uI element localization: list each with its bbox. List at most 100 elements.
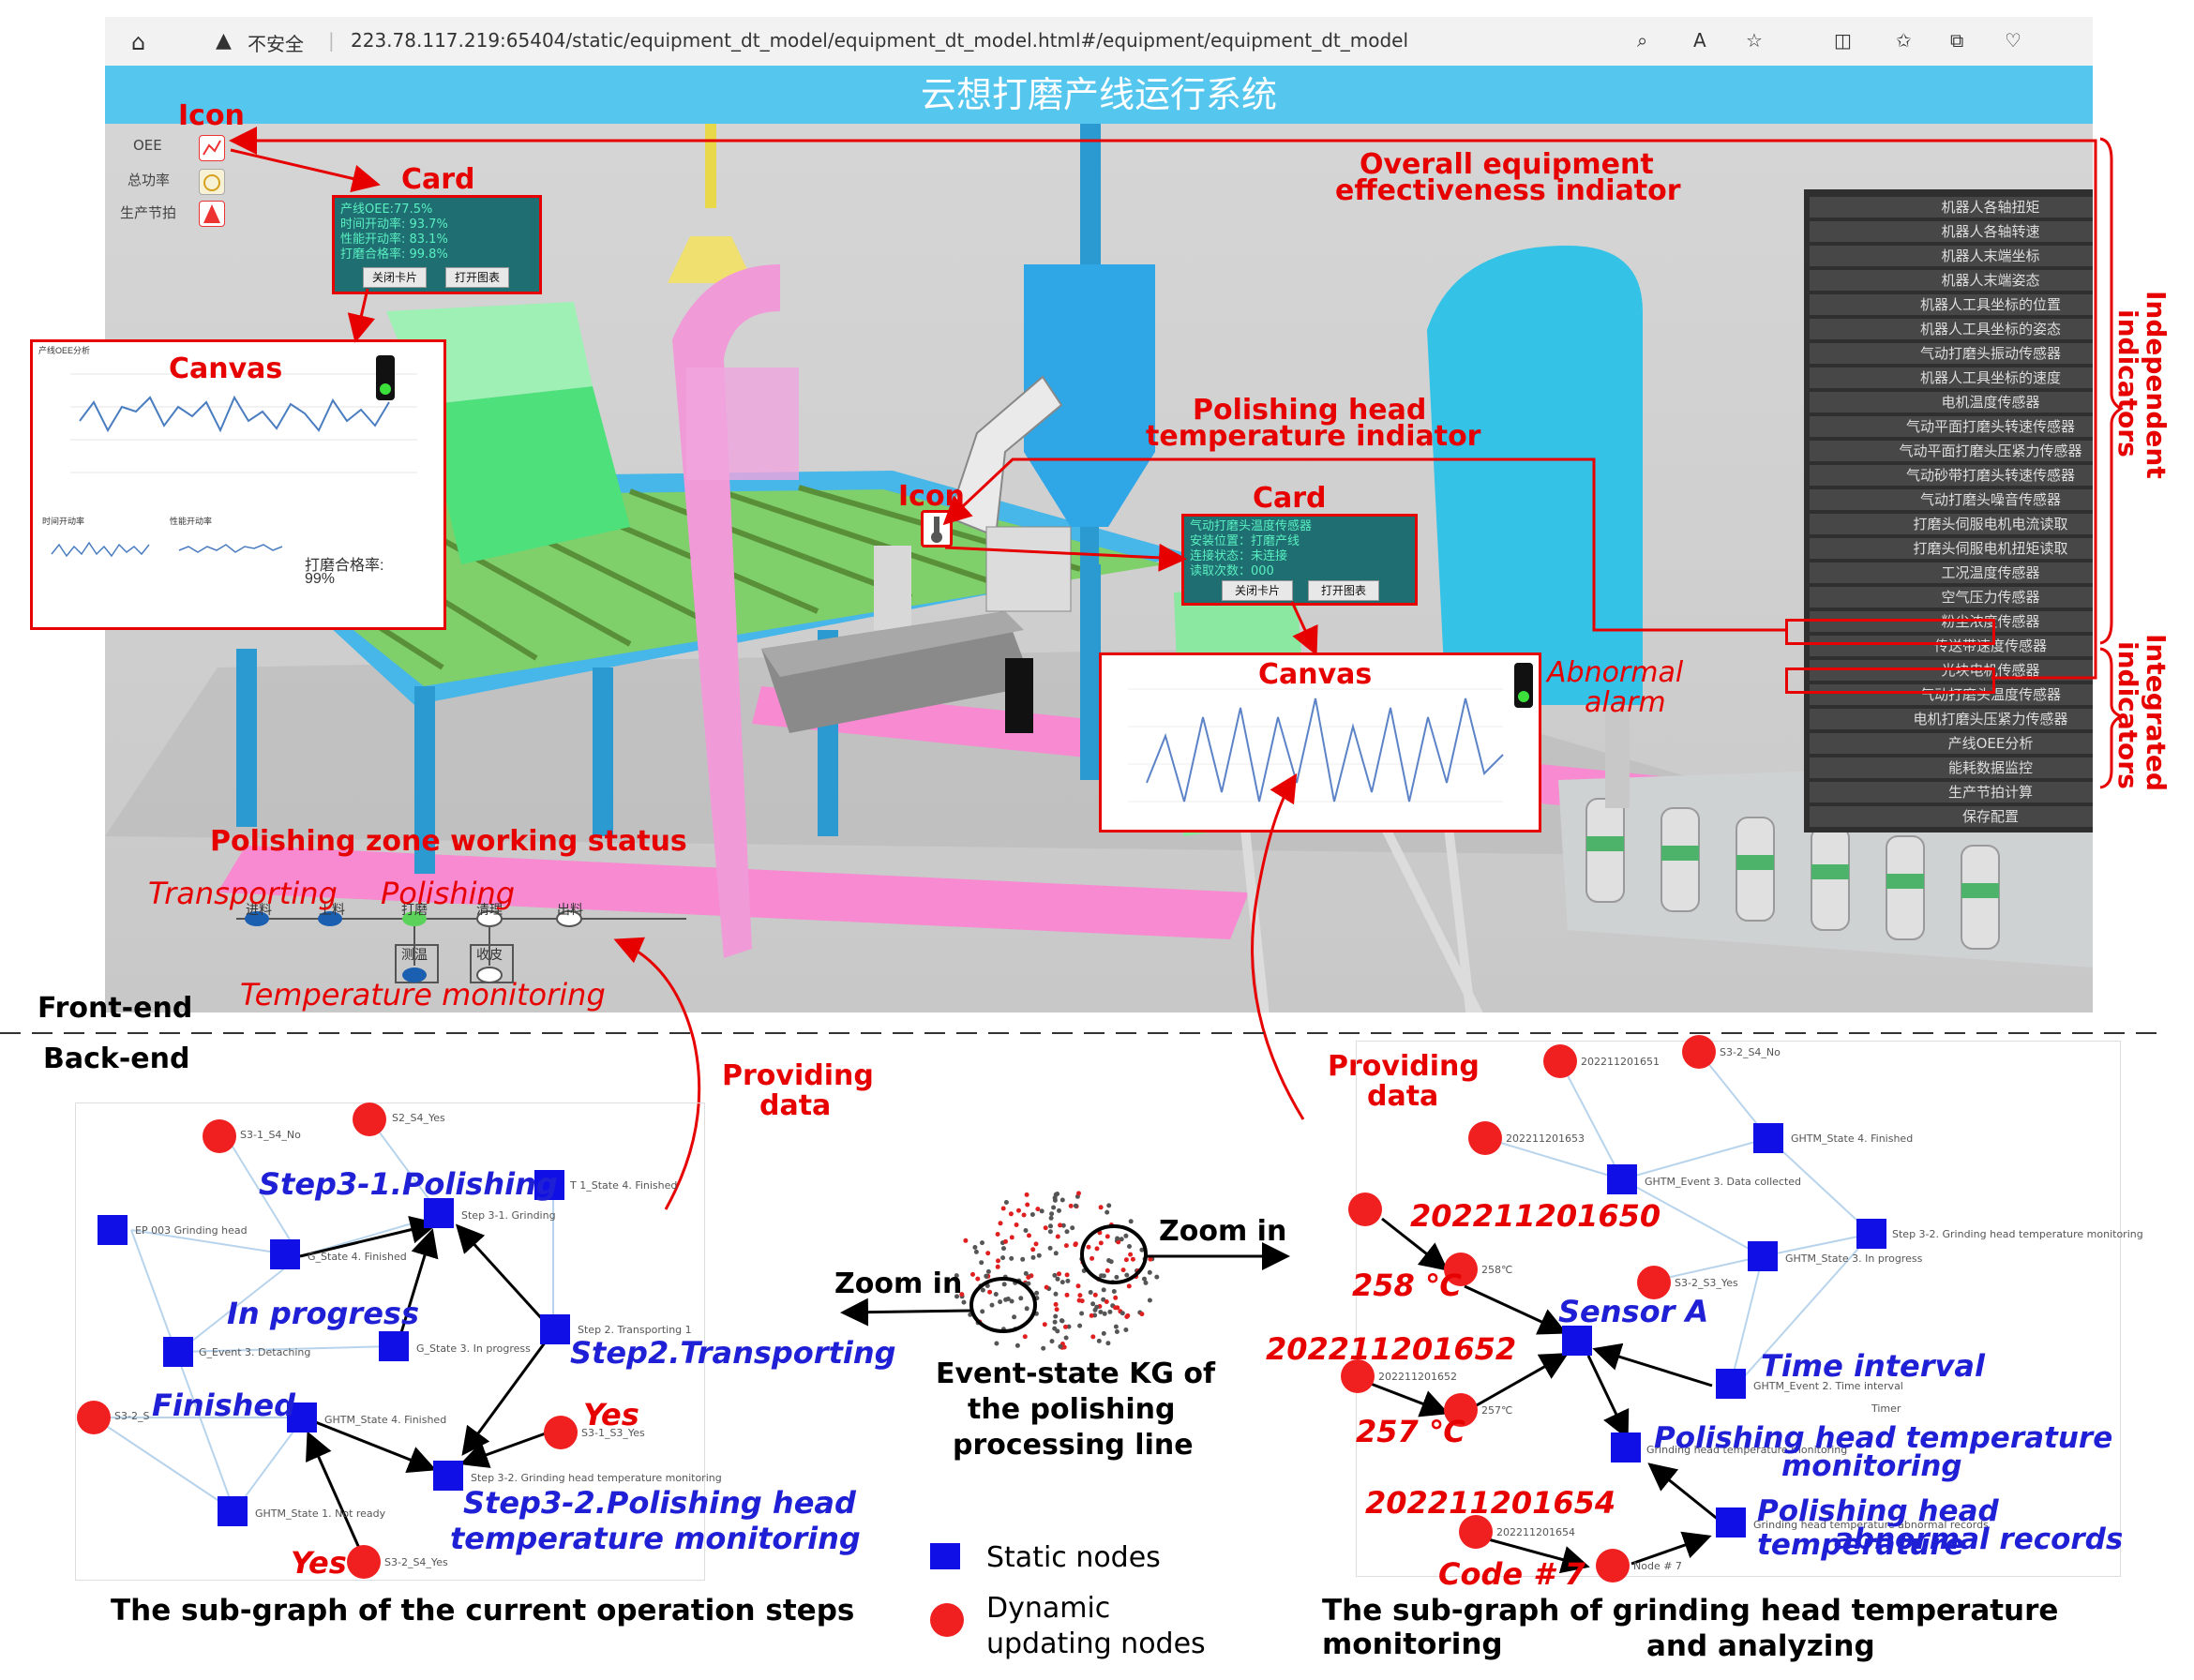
menu-item[interactable]: 能耗数据监控: [1810, 758, 2093, 778]
kg-node-dot: [1023, 1270, 1029, 1276]
close-card-button[interactable]: 关闭卡片: [363, 267, 427, 288]
menu-item[interactable]: 粉尘浓度传感器: [1810, 611, 2093, 632]
favorites-list-icon[interactable]: ✩: [1896, 29, 1912, 52]
close-card-button[interactable]: 关闭卡片: [1222, 580, 1293, 601]
node-label: 202211201651: [1581, 1056, 1660, 1068]
static-node[interactable]: [1753, 1123, 1783, 1153]
dynamic-node[interactable]: [1341, 1359, 1375, 1393]
dynamic-node[interactable]: [347, 1545, 381, 1579]
traffic-light-icon: [376, 355, 395, 400]
app-title-bar: 云想打磨产线运行系统: [105, 66, 2093, 124]
temperature-line-chart: [1128, 688, 1504, 802]
menu-item[interactable]: 机器人工具坐标的姿态: [1810, 319, 2093, 339]
dynamic-node[interactable]: [544, 1416, 578, 1449]
dynamic-node[interactable]: [77, 1401, 111, 1434]
oee-label: OEE: [133, 137, 162, 154]
menu-item[interactable]: 保存配置: [1810, 806, 2093, 827]
menu-item[interactable]: 气动砂带打磨头转速传感器: [1810, 465, 2093, 486]
menu-item[interactable]: 气动平面打磨头压紧力传感器: [1810, 441, 2093, 461]
menu-item[interactable]: 气动打磨头振动传感器: [1810, 343, 2093, 364]
kg-node-dot: [1009, 1235, 1014, 1240]
dynamic-node[interactable]: [1444, 1393, 1478, 1427]
node-label: 258℃: [1481, 1264, 1513, 1276]
menu-item[interactable]: 气动平面打磨头转速传感器: [1810, 416, 2093, 437]
oee-icon[interactable]: [199, 135, 225, 161]
zoom-icon[interactable]: ⌕: [1637, 29, 1648, 52]
dynamic-node[interactable]: [203, 1119, 236, 1153]
static-node[interactable]: [270, 1239, 300, 1269]
dynamic-node[interactable]: [1682, 1035, 1716, 1069]
kg-node-dot: [1048, 1215, 1054, 1221]
static-node[interactable]: [287, 1402, 317, 1432]
static-node[interactable]: [1607, 1164, 1637, 1194]
kg-node-dot: [1128, 1219, 1134, 1224]
power-gauge-icon[interactable]: [199, 169, 225, 195]
static-node[interactable]: [1716, 1369, 1746, 1399]
menu-item[interactable]: 工况温度传感器: [1810, 562, 2093, 583]
static-node[interactable]: [379, 1331, 409, 1361]
label-step32: temperature monitoring: [450, 1521, 861, 1556]
dynamic-node[interactable]: [1348, 1192, 1382, 1226]
split-screen-icon[interactable]: ◫: [1834, 29, 1852, 52]
menu-item[interactable]: 电机打磨头压紧力传感器: [1810, 709, 2093, 729]
collections-icon[interactable]: ⧉: [1950, 29, 1964, 52]
metronome-icon[interactable]: [199, 201, 225, 227]
static-node[interactable]: [424, 1198, 454, 1228]
open-chart-button[interactable]: 打开图表: [445, 267, 509, 288]
warning-icon: ▲: [216, 29, 232, 52]
menu-item[interactable]: 电机温度传感器: [1810, 392, 2093, 412]
menu-item[interactable]: 机器人末端姿态: [1810, 270, 2093, 291]
security-label[interactable]: 不安全: [248, 33, 304, 55]
static-node[interactable]: [540, 1314, 570, 1344]
menu-item[interactable]: 机器人各轴转速: [1810, 221, 2093, 242]
node-label: T 1_State 4. Finished: [570, 1179, 678, 1192]
dynamic-node[interactable]: [1637, 1266, 1671, 1299]
static-node[interactable]: [1856, 1219, 1886, 1249]
kg-node-dot: [1014, 1342, 1020, 1348]
dynamic-node[interactable]: [1468, 1121, 1502, 1155]
menu-item[interactable]: 气动打磨头噪音传感器: [1810, 489, 2093, 510]
read-aloud-icon[interactable]: A: [1693, 29, 1706, 52]
static-node[interactable]: [1562, 1326, 1592, 1356]
dynamic-node[interactable]: [1543, 1044, 1577, 1078]
open-chart-button[interactable]: 打开图表: [1308, 580, 1379, 601]
home-icon[interactable]: ⌂: [131, 29, 146, 55]
menu-item[interactable]: 打磨头伺服电机电流读取: [1810, 514, 2093, 534]
static-node[interactable]: [218, 1496, 248, 1526]
kg-node-dot: [1026, 1275, 1031, 1280]
menu-item[interactable]: 气动打磨头温度传感器: [1810, 684, 2093, 705]
static-node[interactable]: [534, 1170, 564, 1200]
dynamic-node[interactable]: [1459, 1515, 1493, 1549]
static-node[interactable]: [1748, 1241, 1778, 1271]
menu-item[interactable]: 机器人各轴扭矩: [1810, 197, 2093, 218]
static-node[interactable]: [433, 1461, 463, 1491]
dynamic-node[interactable]: [1596, 1549, 1630, 1582]
menu-item[interactable]: 传送带速度传感器: [1810, 636, 2093, 656]
kg-node-dot: [985, 1268, 991, 1274]
kg-node-dot: [1154, 1274, 1160, 1280]
browser-health-icon[interactable]: ♡: [2005, 29, 2021, 52]
menu-item[interactable]: 空气压力传感器: [1810, 587, 2093, 608]
menu-item[interactable]: 生产节拍计算: [1810, 782, 2093, 802]
menu-item[interactable]: 打磨头伺服电机扭矩读取: [1810, 538, 2093, 559]
menu-item[interactable]: 机器人工具坐标的速度: [1810, 368, 2093, 388]
static-node[interactable]: [163, 1337, 193, 1367]
kg-node-dot: [1147, 1269, 1152, 1275]
label-temperature: 258 ℃: [1352, 1268, 1462, 1303]
kg-node-dot: [1049, 1211, 1055, 1217]
kg-node-dot: [1014, 1222, 1019, 1227]
static-node[interactable]: [1716, 1508, 1746, 1538]
static-node[interactable]: [98, 1215, 128, 1245]
kg-caption: the polishing: [968, 1393, 1176, 1426]
menu-item[interactable]: 机器人末端坐标: [1810, 246, 2093, 266]
kg-node-dot: [1105, 1268, 1110, 1273]
dynamic-node[interactable]: [353, 1102, 386, 1136]
dynamic-node[interactable]: [1444, 1252, 1478, 1286]
url-field[interactable]: 223.78.117.219:65404/static/equipment_dt…: [351, 29, 1409, 52]
menu-item[interactable]: 产线OEE分析: [1810, 733, 2093, 754]
menu-item[interactable]: 光块电机传感器: [1810, 660, 2093, 681]
status-step: 进料: [246, 903, 272, 918]
menu-item[interactable]: 机器人工具坐标的位置: [1810, 294, 2093, 315]
favorite-icon[interactable]: ☆: [1746, 29, 1763, 52]
static-node[interactable]: [1611, 1432, 1641, 1462]
